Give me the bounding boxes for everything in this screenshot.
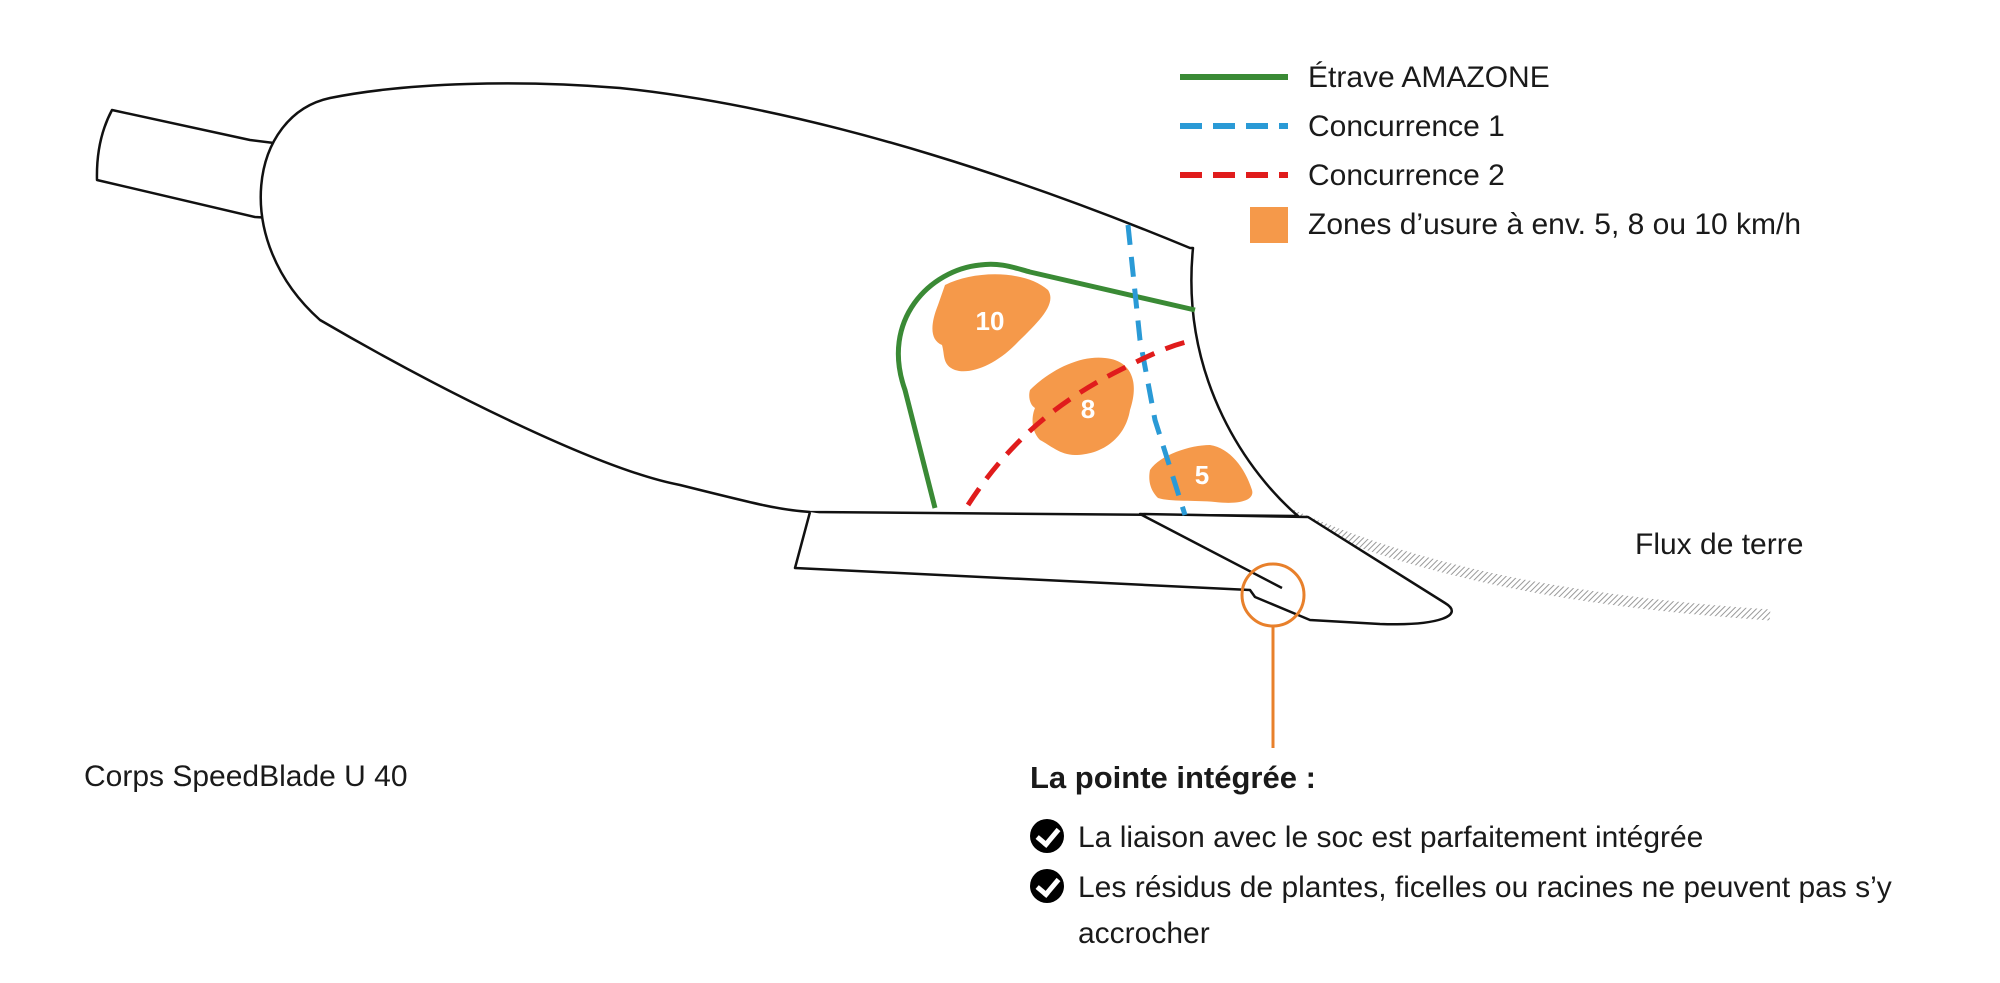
- feature-item-text: Les résidus de plantes, ficelles ou raci…: [1078, 871, 1892, 950]
- feature-item-text: La liaison avec le soc est parfaitement …: [1078, 821, 1704, 854]
- product-name: Corps SpeedBlade U 40: [84, 760, 408, 793]
- legend-label-concurrence-2: Concurrence 2: [1308, 159, 1505, 192]
- share-outline: [793, 511, 1453, 626]
- legend-marker-wear-zones: [1250, 207, 1288, 243]
- check-icon: [1030, 869, 1064, 903]
- wear-zone-10: 10: [932, 274, 1051, 372]
- wear-zone-5-label: 5: [1195, 460, 1209, 490]
- soil-flow-label: Flux de terre: [1635, 528, 1804, 561]
- feature-item: La liaison avec le soc est parfaitement …: [1030, 815, 1970, 861]
- wear-zone-8-label: 8: [1081, 394, 1095, 424]
- wear-zone-8: 8: [1029, 357, 1134, 455]
- feature-item: Les résidus de plantes, ficelles ou raci…: [1030, 865, 1970, 957]
- concurrence-2-line: [965, 337, 1196, 507]
- amazone-line: [896, 261, 1196, 509]
- legend-label-concurrence-1: Concurrence 1: [1308, 110, 1505, 143]
- plough-shank: [95, 108, 291, 220]
- check-icon: [1030, 819, 1064, 853]
- legend-label-wear-zones: Zones d’usure à env. 5, 8 ou 10 km/h: [1308, 208, 1802, 241]
- feature-title: La pointe intégrée :: [1030, 760, 1316, 795]
- legend-label-amazone: Étrave AMAZONE: [1308, 61, 1550, 94]
- wear-zone-10-label: 10: [976, 306, 1005, 336]
